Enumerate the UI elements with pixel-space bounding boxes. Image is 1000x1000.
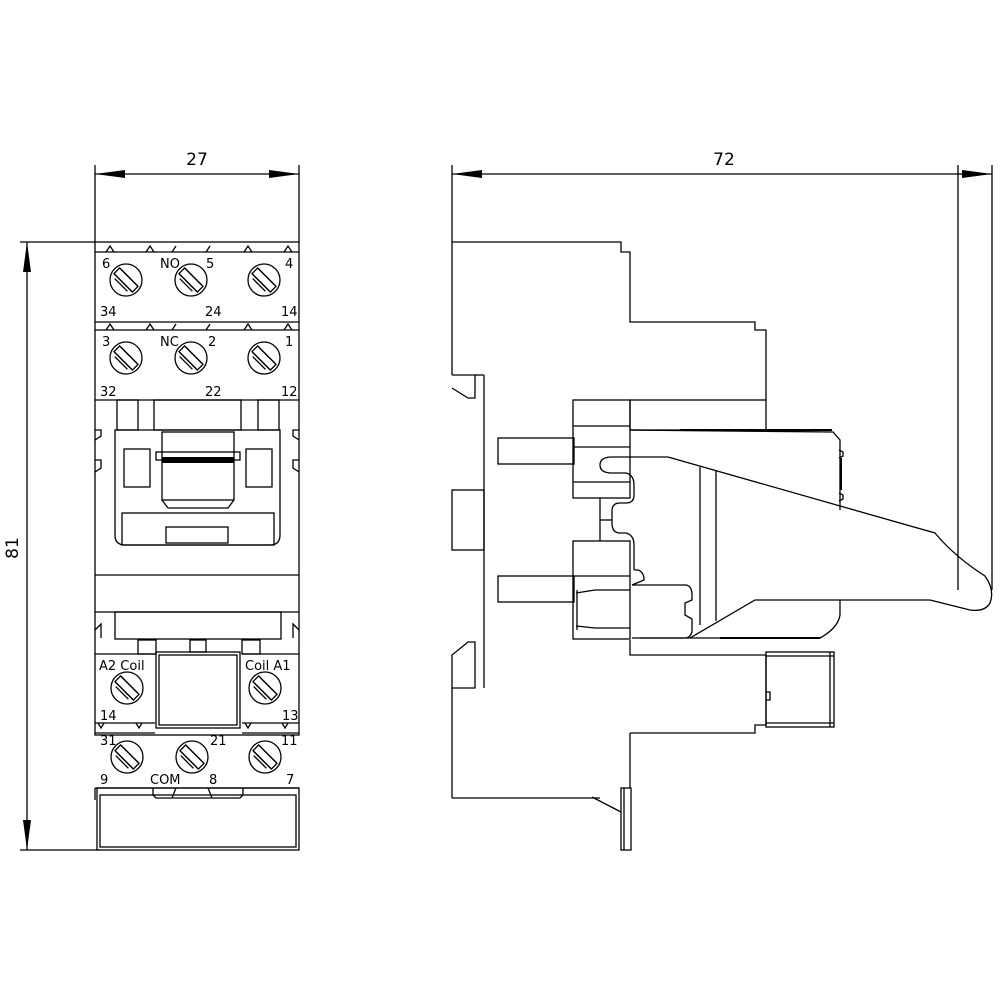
com-contact-block: 31 21 11 9 COM 8 7 — [95, 734, 299, 789]
terminal-12: 12 — [281, 385, 298, 400]
terminal-5: 5 — [206, 257, 214, 272]
no-label: NO — [160, 257, 180, 272]
bottom-clip — [94, 787, 300, 851]
width-dimension: 27 — [94, 150, 300, 242]
coil-a2-label: A2 Coil — [99, 659, 145, 674]
terminal-34: 34 — [100, 305, 117, 320]
terminal-24: 24 — [205, 305, 222, 320]
terminal-14-coil: 14 — [100, 709, 117, 724]
height-dimension: 81 — [3, 241, 99, 851]
coil-block: A2 Coil Coil A1 14 13 — [95, 651, 299, 734]
depth-dimension: 72 — [451, 150, 993, 590]
terminal-4: 4 — [285, 257, 293, 272]
terminal-13: 13 — [282, 709, 299, 724]
coil-a1-label: Coil A1 — [245, 659, 291, 674]
terminal-9: 9 — [100, 773, 108, 788]
width-dimension-label: 27 — [186, 150, 208, 170]
front-view: 27 81 6 NO 5 4 34 24 14 — [3, 150, 300, 851]
terminal-7: 7 — [286, 773, 294, 788]
terminal-22: 22 — [205, 385, 222, 400]
terminal-8: 8 — [209, 773, 217, 788]
terminal-32: 32 — [100, 385, 117, 400]
terminal-21: 21 — [210, 734, 227, 749]
terminal-14: 14 — [281, 305, 298, 320]
depth-dimension-label: 72 — [713, 150, 735, 170]
nc-contact-block: 3 NC 2 1 32 22 12 — [95, 322, 299, 400]
no-contact-block: 6 NO 5 4 34 24 14 — [95, 244, 299, 323]
terminal-6: 6 — [102, 257, 110, 272]
terminal-31: 31 — [100, 734, 117, 749]
side-view: 72 — [451, 150, 993, 851]
terminal-11: 11 — [281, 734, 298, 749]
com-label: COM — [150, 773, 181, 788]
actuator-mechanism — [94, 399, 300, 655]
terminal-2: 2 — [208, 335, 216, 350]
terminal-1: 1 — [285, 335, 293, 350]
nc-label: NC — [160, 335, 179, 350]
terminal-3: 3 — [102, 335, 110, 350]
height-dimension-label: 81 — [3, 537, 23, 559]
